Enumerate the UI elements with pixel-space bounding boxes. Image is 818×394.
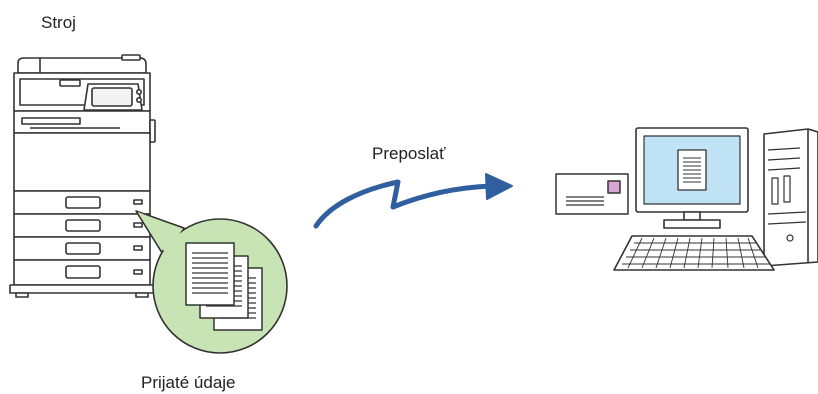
multifunction-printer-icon <box>9 54 156 298</box>
desktop-computer-icon <box>613 127 818 271</box>
envelope-icon <box>555 173 629 215</box>
forward-label: Preposlať <box>372 144 446 163</box>
machine-label: Stroj <box>41 13 76 32</box>
forward-arrow-icon <box>313 173 513 229</box>
received-data-label: Prijaté údaje <box>141 373 236 392</box>
computer-keyboard <box>613 235 775 271</box>
computer-tower <box>763 128 818 267</box>
computer-monitor <box>635 127 749 229</box>
document-stack-icon <box>185 242 263 331</box>
